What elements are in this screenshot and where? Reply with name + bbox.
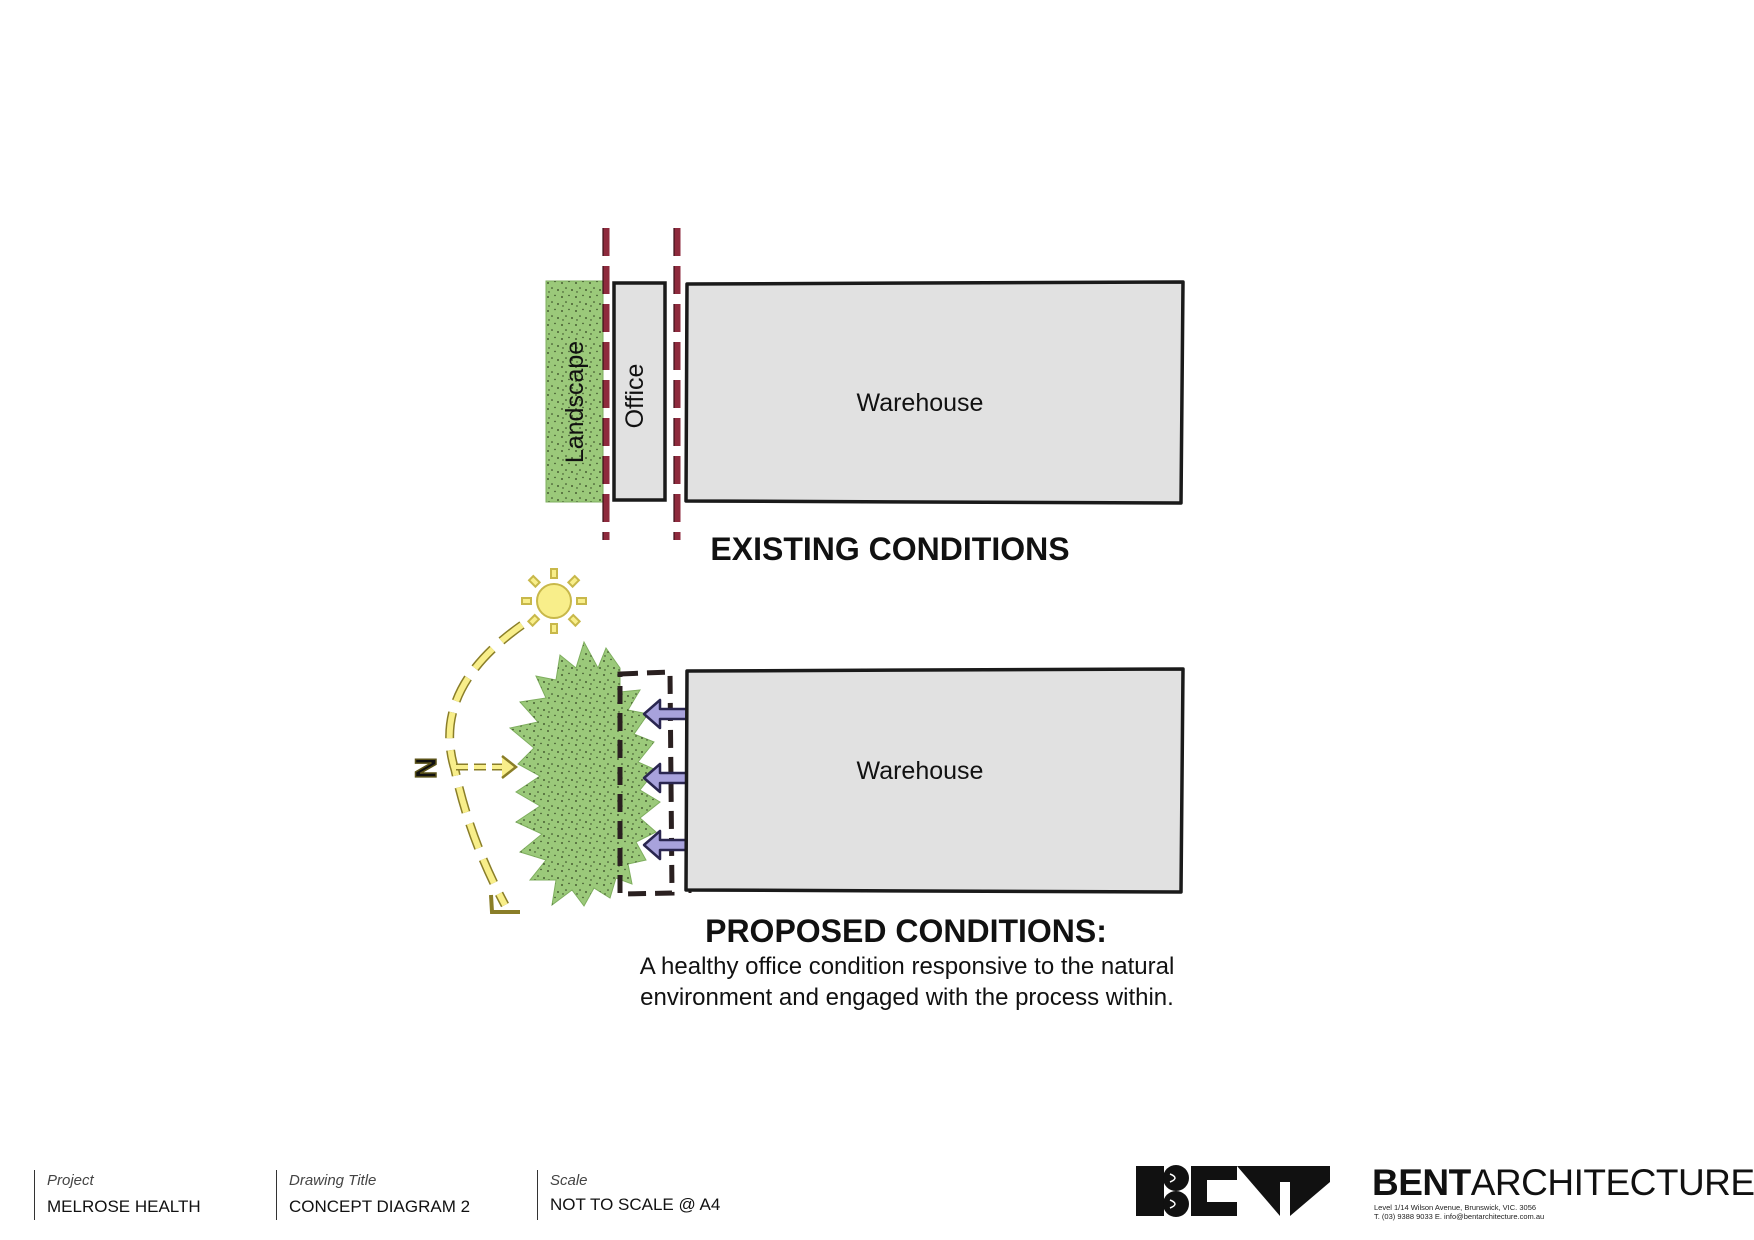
scale-value: NOT TO SCALE @ A4 xyxy=(550,1195,721,1214)
brand-name-bold: BENT xyxy=(1372,1162,1471,1203)
existing-wall-left xyxy=(602,228,610,540)
drawing-title-value: CONCEPT DIAGRAM 2 xyxy=(289,1197,471,1216)
proposed-conditions-heading: PROPOSED CONDITIONS: xyxy=(705,913,1107,949)
proposed-description-line1: A healthy office condition responsive to… xyxy=(640,953,1175,980)
proposed-landscape-shrub xyxy=(508,640,661,907)
brand-name: BENTARCHITECTURE xyxy=(1372,1162,1754,1203)
existing-wall-right xyxy=(673,228,681,540)
drawing-title-field: Drawing Title CONCEPT DIAGRAM 2 xyxy=(276,1170,526,1220)
sun-path-arc xyxy=(445,621,525,914)
project-label: Project xyxy=(47,1172,94,1189)
brand-block: BENTARCHITECTURE Level 1/14 Wilson Avenu… xyxy=(1372,1162,1754,1222)
proposed-description-line2: environment and engaged with the process… xyxy=(640,984,1174,1011)
existing-conditions-group: Landscape Office Warehouse EXISTING COND… xyxy=(545,228,1185,567)
existing-warehouse: Warehouse xyxy=(684,280,1185,505)
project-field: Project MELROSE HEALTH xyxy=(34,1170,264,1220)
brand-contact: T. (03) 9388 9033 E. info@bentarchitectu… xyxy=(1374,1212,1545,1221)
scale-field: Scale NOT TO SCALE @ A4 xyxy=(537,1170,797,1220)
existing-office: Office xyxy=(612,281,667,502)
existing-warehouse-label: Warehouse xyxy=(857,389,984,417)
landscape-label: Landscape xyxy=(561,341,589,463)
proposed-warehouse: Warehouse xyxy=(684,667,1185,894)
office-label: Office xyxy=(621,364,649,429)
north-label: N xyxy=(410,757,443,779)
brand-address: Level 1/14 Wilson Avenue, Brunswick, VIC… xyxy=(1374,1203,1537,1212)
drawing-title-label: Drawing Title xyxy=(289,1172,377,1189)
bent-logo-icon xyxy=(1136,1165,1330,1217)
existing-landscape: Landscape xyxy=(545,280,604,503)
scale-label: Scale xyxy=(550,1172,588,1189)
sun-icon xyxy=(521,568,587,634)
existing-conditions-heading: EXISTING CONDITIONS xyxy=(710,531,1069,567)
proposed-conditions-group: N Warehouse PROPOSED CONDITIONS: A healt xyxy=(409,568,1185,1011)
brand-name-light: ARCHITECTURE xyxy=(1470,1162,1754,1203)
north-arrow-icon: N xyxy=(409,755,519,780)
project-value: MELROSE HEALTH xyxy=(47,1197,201,1216)
proposed-warehouse-label: Warehouse xyxy=(857,757,984,785)
